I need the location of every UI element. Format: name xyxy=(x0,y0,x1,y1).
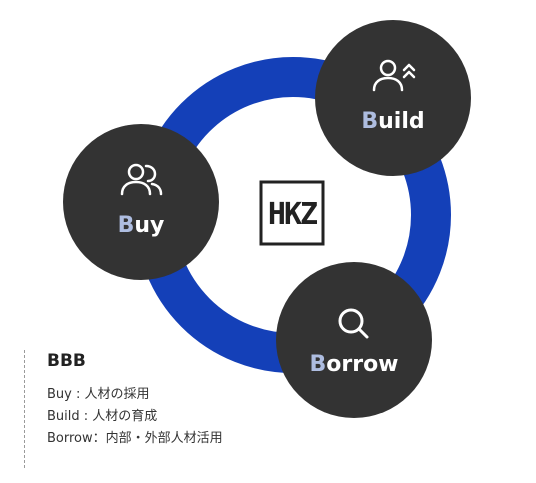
node-label-buy: Buy xyxy=(118,213,165,238)
legend: BBB Buy : 人材の採用 Build : 人材の育成 Borrow：内部・… xyxy=(24,350,284,468)
node-buy: Buy xyxy=(63,124,219,280)
logo-text: HKZ xyxy=(268,197,317,232)
legend-line-borrow: Borrow：内部・外部人材活用 xyxy=(47,431,223,446)
node-borrow: Borrow xyxy=(276,262,432,418)
node-label-borrow: Borrow xyxy=(309,352,398,377)
legend-line-build: Build : 人材の育成 xyxy=(47,409,158,424)
node-label-build: Build xyxy=(361,109,424,134)
search-icon xyxy=(338,308,369,339)
person-chevron-up-icon xyxy=(372,59,416,92)
legend-title: BBB xyxy=(47,351,86,371)
people-icon xyxy=(120,163,163,196)
node-build: Build xyxy=(315,20,471,176)
legend-line-buy: Buy : 人材の採用 xyxy=(47,387,150,402)
hkz-logo: HKZ xyxy=(259,180,325,246)
